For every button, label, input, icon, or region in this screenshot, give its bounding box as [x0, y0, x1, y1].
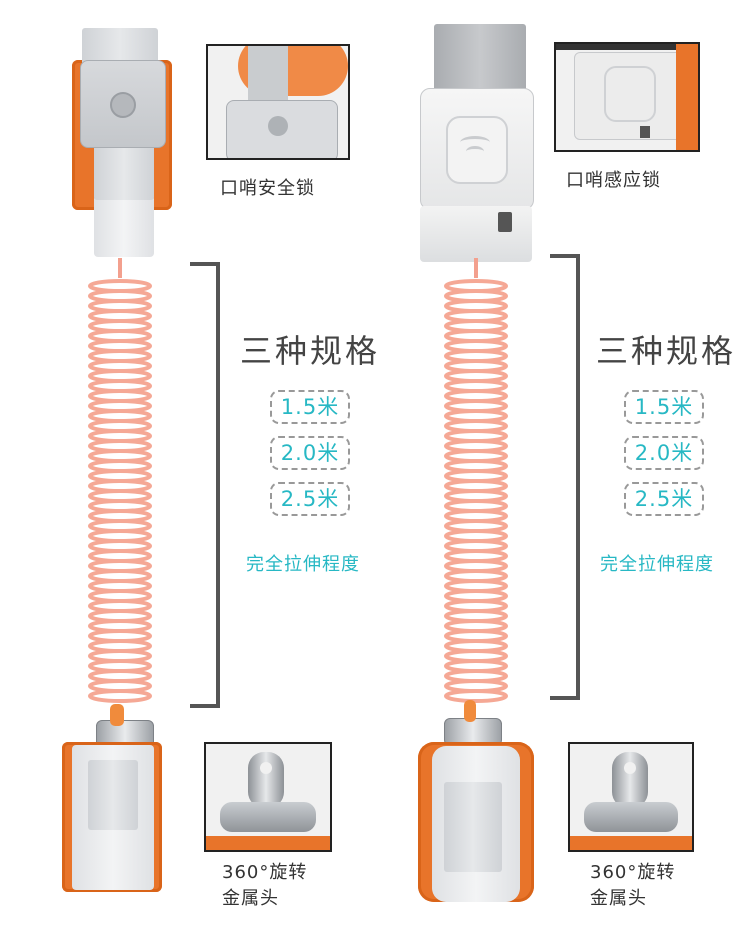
left-spec-1-5m: 1.5米 — [270, 390, 350, 424]
coil-loop — [88, 689, 152, 703]
right-length-bracket — [550, 254, 580, 700]
left-bottom-caption-line2: 金属头 — [222, 888, 279, 909]
right-bottom-inset-photo — [568, 742, 694, 852]
left-bottom-inset-photo — [204, 742, 332, 852]
left-length-bracket — [190, 262, 220, 708]
right-spec-2-0m: 2.0米 — [624, 436, 704, 470]
right-spec-1-5m: 1.5米 — [624, 390, 704, 424]
right-top-inset-photo — [554, 42, 700, 152]
right-swivel-clip — [444, 718, 502, 746]
coil-loop — [444, 689, 508, 703]
right-spec-heading: 三种规格 — [596, 332, 737, 370]
left-spec-2-5m: 2.5米 — [270, 482, 350, 516]
left-coiled-tether — [88, 258, 152, 703]
right-top-caption: 口哨感应锁 — [566, 170, 661, 191]
right-stretch-note: 完全拉伸程度 — [600, 554, 714, 575]
right-bottom-caption-line1: 360°旋转 — [590, 862, 676, 883]
left-spec-heading: 三种规格 — [240, 332, 381, 370]
right-spec-2-5m: 2.5米 — [624, 482, 704, 516]
left-top-inset-photo — [206, 44, 350, 160]
left-top-caption: 口哨安全锁 — [220, 178, 315, 199]
right-bottom-caption-line2: 金属头 — [590, 888, 647, 909]
left-stretch-note: 完全拉伸程度 — [246, 554, 360, 575]
whistle-lock-keyhole — [110, 92, 136, 118]
left-bottom-caption-line1: 360°旋转 — [222, 862, 308, 883]
left-spec-2-0m: 2.0米 — [270, 436, 350, 470]
right-coiled-tether — [444, 258, 508, 703]
